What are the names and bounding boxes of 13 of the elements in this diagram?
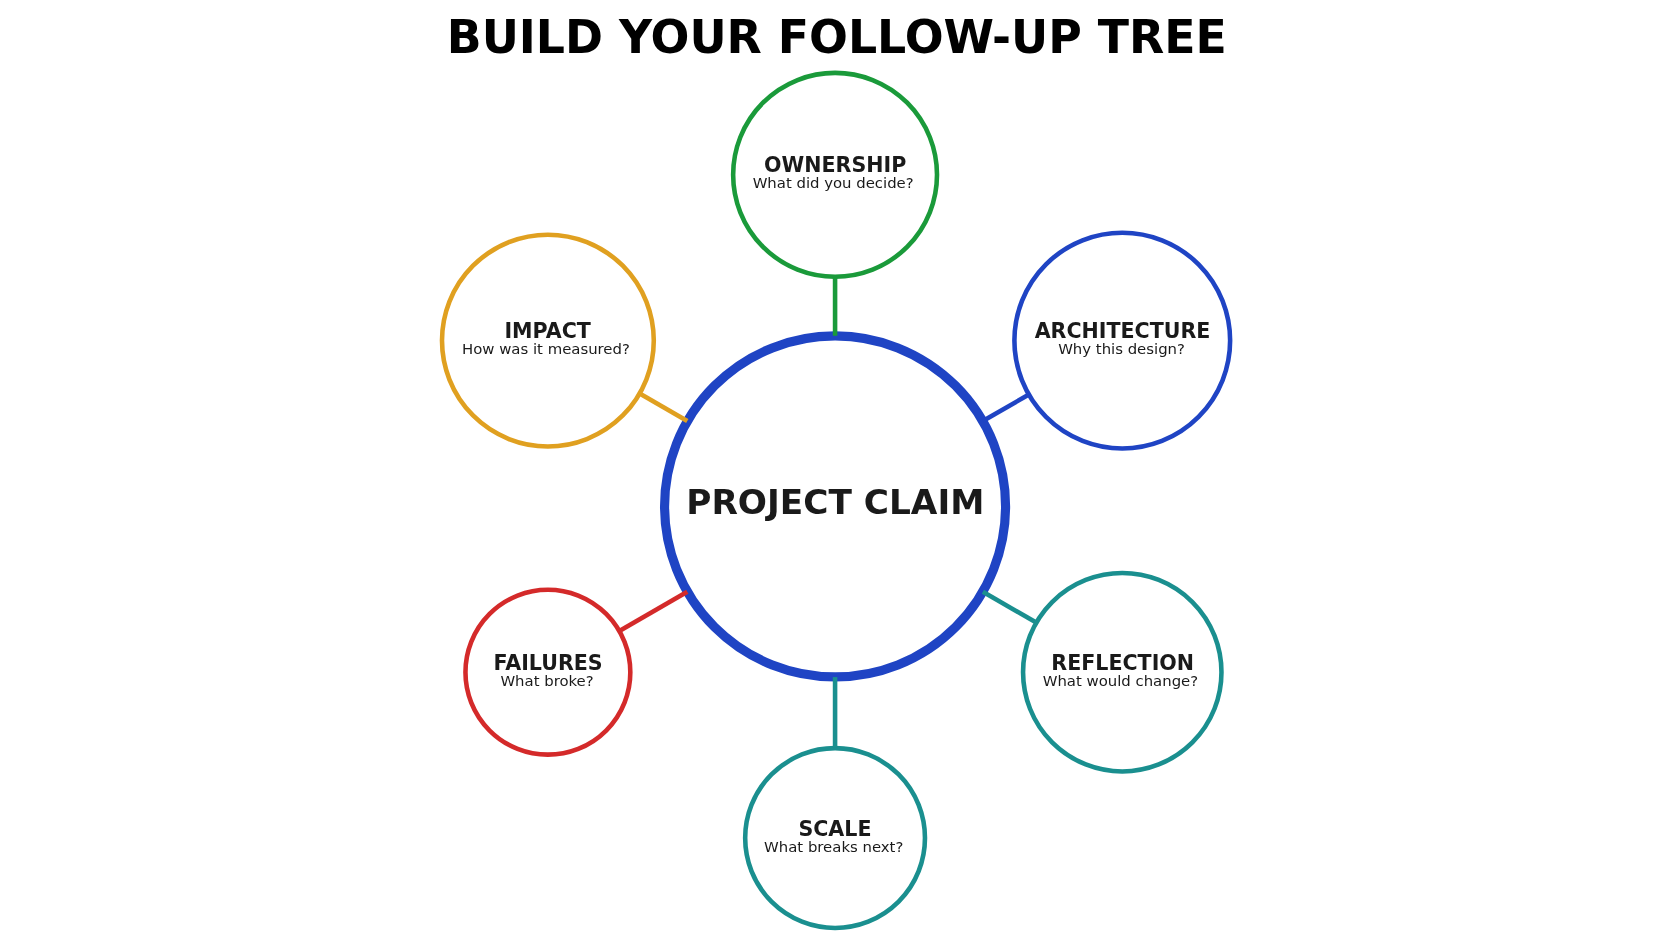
node-circle: OWNERSHIP What did you decide?	[730, 70, 940, 280]
connector	[832, 277, 838, 336]
node-circle: FAILURES What broke?	[463, 587, 633, 757]
node-circle: IMPACT How was it measured?	[439, 232, 657, 449]
diagram-title: BUILD YOUR FOLLOW-UP TREE	[446, 10, 1227, 65]
connector	[618, 589, 689, 633]
node-circle: PROJECT CLAIM	[659, 331, 1011, 682]
connector	[638, 391, 689, 424]
connector	[832, 677, 838, 748]
connector	[981, 589, 1038, 625]
node-circle: ARCHITECTURE Why this design?	[1012, 230, 1233, 451]
node-circle: SCALE What breaks next?	[742, 745, 928, 931]
node-circle: REFLECTION What would change?	[1020, 570, 1224, 774]
